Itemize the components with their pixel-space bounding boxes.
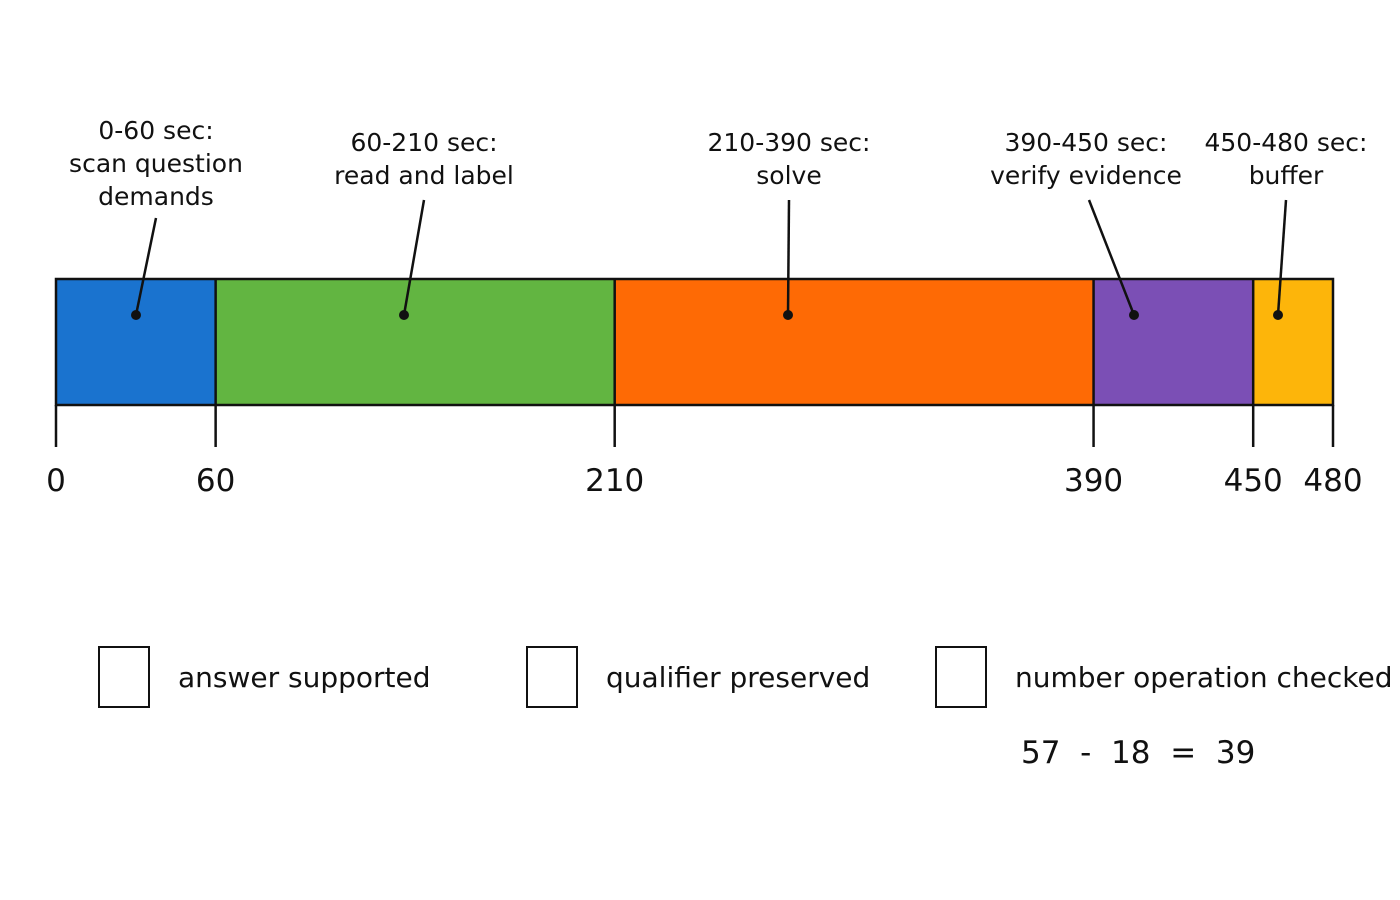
- answer-supported-label: answer supported: [178, 660, 431, 694]
- timeline-segment-3: [1093, 279, 1254, 405]
- segment-label-3-line-1: verify evidence: [990, 161, 1182, 190]
- checklist-item-number-operation-checked[interactable]: number operation checked: [935, 644, 1393, 710]
- leader-line-0: [134, 217, 158, 316]
- answer-supported-checkbox[interactable]: [98, 646, 150, 708]
- qualifier-preserved-label: qualifier preserved: [606, 660, 871, 694]
- leader-line-2: [786, 199, 791, 316]
- timeline-segment-2: [614, 279, 1094, 405]
- leader-dot-0: [131, 310, 141, 320]
- segment-label-0-line-0: 0-60 sec:: [98, 116, 213, 145]
- tick-label-4: 450: [1224, 463, 1283, 499]
- segment-label-1-line-1: read and label: [334, 161, 514, 190]
- equation-text: 57 - 18 = 39: [1021, 735, 1256, 771]
- timeline-segment-0: [56, 279, 216, 405]
- timeline-segment-1: [215, 279, 615, 405]
- timeline-bar-outline: [54, 277, 1335, 407]
- number-operation-checked-label: number operation checked: [1015, 660, 1393, 694]
- checklist-item-qualifier-preserved[interactable]: qualifier preserved: [526, 644, 870, 710]
- segment-label-4-line-0: 450-480 sec:: [1205, 128, 1368, 157]
- timeline-segment-4: [1253, 279, 1333, 405]
- number-operation-checked-checkbox[interactable]: [935, 646, 987, 708]
- segment-label-3-line-0: 390-450 sec:: [1005, 128, 1168, 157]
- segment-label-0-line-1: scan question: [69, 149, 243, 178]
- leader-line-3: [1087, 199, 1136, 316]
- tick-label-3: 390: [1064, 463, 1123, 499]
- leader-dot-3: [1129, 310, 1139, 320]
- checklist-item-answer-supported[interactable]: answer supported: [98, 644, 431, 710]
- leader-dot-4: [1273, 310, 1283, 320]
- tick-label-0: 0: [46, 463, 66, 499]
- qualifier-preserved-checkbox[interactable]: [526, 646, 578, 708]
- leader-dot-2: [783, 310, 793, 320]
- segment-label-4-line-1: buffer: [1249, 161, 1324, 190]
- segment-label-1-line-0: 60-210 sec:: [350, 128, 497, 157]
- segment-label-2-line-0: 210-390 sec:: [708, 128, 871, 157]
- tick-label-2: 210: [585, 463, 644, 499]
- leader-line-1: [402, 199, 426, 316]
- leader-dot-1: [399, 310, 409, 320]
- tick-label-5: 480: [1303, 463, 1362, 499]
- segment-label-0-line-2: demands: [98, 182, 214, 211]
- leader-line-4: [1276, 199, 1288, 316]
- tick-label-1: 60: [196, 463, 235, 499]
- segment-label-2-line-1: solve: [756, 161, 821, 190]
